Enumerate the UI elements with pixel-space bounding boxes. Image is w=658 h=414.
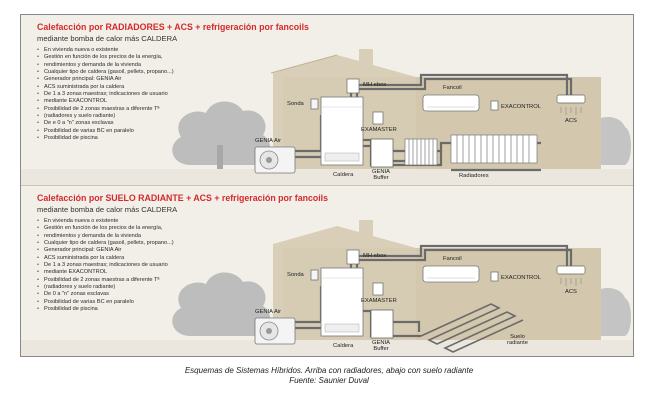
list-item: (radiadores y suelo radiante) (35, 113, 245, 121)
list-item: Posibilidad de varias BC en paralelo (35, 299, 245, 307)
radiator-2 (450, 134, 538, 164)
label-caldera: Caldera (333, 172, 354, 178)
label-examaster: EXAMASTER (361, 298, 397, 304)
ground (21, 169, 633, 185)
list-item: Cualquier tipo de caldera (gasoil, pelle… (35, 69, 245, 77)
panel-subtitle: mediante bomba de calor más CALDERA (37, 34, 178, 43)
mh-ebox-unit (346, 249, 360, 265)
fancoil-unit (422, 265, 480, 283)
feature-list: En vivienda nueva o existente Gestión en… (35, 47, 245, 143)
list-item: Cualquier tipo de caldera (gasoil, pelle… (35, 240, 245, 248)
genia-buffer-unit (370, 138, 394, 168)
panel-radiadores: Calefacción por RADIADORES + ACS + refri… (21, 15, 633, 185)
label-acs: ACS (565, 118, 577, 124)
label-sonda: Sonda (287, 272, 304, 278)
panel-title: Calefacción por RADIADORES + ACS + refri… (37, 22, 309, 32)
tree-left-trunk (217, 145, 223, 170)
list-item: Gestión en función de los precios de la … (35, 225, 245, 233)
exacontrol-unit (490, 100, 499, 111)
list-item: rendimientos y demanda de la vivienda (35, 62, 245, 70)
list-item: Posibilidad de piscina (35, 135, 245, 143)
label-radiadores: Radiadores (459, 173, 489, 179)
list-item: Generador principal: GENIA Air (35, 247, 245, 255)
list-item: mediante EXACONTROL (35, 98, 245, 106)
list-item: Posibilidad de piscina (35, 306, 245, 314)
mh-ebox-unit (346, 78, 360, 94)
list-item: rendimientos y demanda de la vivienda (35, 233, 245, 241)
acs-unit (556, 265, 586, 286)
label-caldera: Caldera (333, 343, 354, 349)
sonda-sensor (310, 269, 319, 281)
list-item: De 1 a 3 zonas maestras; indicaciones de… (35, 91, 245, 99)
label-sonda: Sonda (287, 101, 304, 107)
genia-buffer-unit (370, 309, 394, 339)
examaster-unit (372, 282, 384, 296)
list-item: De 0 a "n" zonas esclavas (35, 291, 245, 299)
panel-title: Calefacción por SUELO RADIANTE + ACS + r… (37, 193, 329, 203)
exacontrol-unit (490, 271, 499, 282)
list-item: (radiadores y suelo radiante) (35, 284, 245, 292)
label-exacontrol: EXACONTROL (501, 104, 541, 110)
sonda-sensor (310, 98, 319, 110)
label-examaster: EXAMASTER (361, 127, 397, 133)
list-item: ACS suministrada por la caldera (35, 255, 245, 263)
label-acs: ACS (565, 289, 577, 295)
list-item: De e 0 a "n" zonas esclavas (35, 120, 245, 128)
list-item: En vivienda nueva o existente (35, 218, 245, 226)
figure-caption: Esquemas de Sistemas Híbridos. Arriba co… (0, 366, 658, 386)
scene-radiadores (21, 49, 633, 185)
panel-subtitle: mediante bomba de calor más CALDERA (37, 205, 178, 214)
label-exacontrol: EXACONTROL (501, 275, 541, 281)
feature-list: En vivienda nueva o existente Gestión en… (35, 218, 245, 314)
list-item: En vivienda nueva o existente (35, 47, 245, 55)
label-mh-ebox: MH ebox (363, 253, 387, 259)
list-item: Posibilidad de varias BC en paralelo (35, 128, 245, 136)
list-item: ACS suministrada por la caldera (35, 84, 245, 92)
fancoil-unit (422, 94, 480, 112)
caption-line-2: Fuente: Saunier Duval (289, 376, 369, 385)
house-roof-line (270, 54, 338, 74)
panel-divider (21, 185, 633, 186)
list-item: Posibilidad de 2 zonas maestras a difere… (35, 277, 245, 285)
label-mh-ebox: MH ebox (363, 82, 387, 88)
diagram-frame: Calefacción por RADIADORES + ACS + refri… (20, 14, 634, 357)
acs-unit (556, 94, 586, 115)
radiator-1 (404, 138, 438, 166)
list-item: Gestión en función de los precios de la … (35, 54, 245, 62)
label-genia-air: GENIA Air (255, 309, 282, 315)
label-fancoil: Fancoil (443, 85, 462, 91)
panel-suelo-radiante: Calefacción por SUELO RADIANTE + ACS + r… (21, 186, 633, 356)
suelo-radiante-coil (420, 303, 524, 353)
list-item: De 1 a 3 zonas maestras; indicaciones de… (35, 262, 245, 270)
list-item: Posibilidad de 2 zonas maestras a difere… (35, 106, 245, 114)
caption-line-1: Esquemas de Sistemas Híbridos. Arriba co… (184, 366, 474, 375)
examaster-unit (372, 111, 384, 125)
list-item: mediante EXACONTROL (35, 269, 245, 277)
label-genia-air: GENIA Air (255, 138, 282, 144)
label-fancoil: Fancoil (443, 256, 462, 262)
ground (21, 340, 633, 356)
list-item: Generador principal: GENIA Air (35, 76, 245, 84)
